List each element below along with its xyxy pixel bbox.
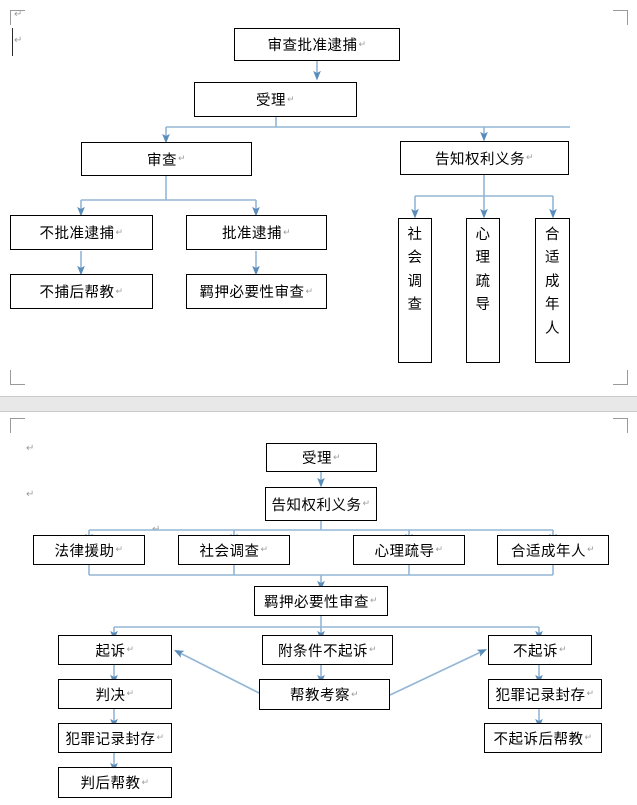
paragraph-mark: ↵: [282, 227, 292, 238]
paragraph-mark: ↵: [26, 443, 35, 454]
paragraph-mark: ↵: [141, 777, 150, 788]
node-prosecute[interactable]: 起诉↵: [58, 635, 172, 665]
node-non-prosecution[interactable]: 不起诉↵: [488, 635, 592, 665]
node-custody-necessity-review[interactable]: 羁押必要性审查↵: [186, 274, 327, 309]
page2-connectors: [85, 472, 557, 773]
paragraph-mark: ↵: [260, 545, 269, 555]
document-page-1: ↵ ↵: [0, 0, 637, 398]
crop-mark-bottom-left: [10, 370, 25, 385]
paragraph-mark: ↵: [115, 286, 124, 297]
node-suitable-adult-vertical[interactable]: 合 适 成 年 人: [535, 218, 570, 363]
paragraph-mark: ↵: [358, 39, 367, 50]
paragraph-mark: ↵: [525, 153, 535, 163]
paragraph-mark: ↵: [286, 94, 296, 105]
node-conditional-non-prosecution[interactable]: 附条件不起诉↵: [262, 635, 393, 665]
crop-mark-top-left: [10, 418, 25, 433]
node-criminal-record-sealing-right[interactable]: 犯罪记录封存↵: [488, 679, 602, 709]
document-page-2: ↵ ↵ ↵: [0, 412, 637, 805]
node-assistance-after-non-prosecution[interactable]: 不起诉后帮教↵: [484, 723, 602, 753]
paragraph-mark: ↵: [177, 154, 187, 164]
paragraph-mark: ↵: [584, 733, 593, 743]
page1-connectors: [77, 60, 570, 276]
text-cursor-bar: [12, 28, 13, 56]
paragraph-mark: ↵: [115, 545, 124, 555]
node-criminal-record-sealing-left[interactable]: 犯罪记录封存↵: [58, 723, 172, 753]
crop-mark-top-right: [613, 10, 628, 25]
node-assistance-inspection[interactable]: 帮教考察↵: [259, 679, 390, 710]
paragraph-mark: ↵: [558, 645, 568, 655]
node-review[interactable]: 审查↵: [81, 142, 252, 176]
crop-mark-top-left: [10, 10, 25, 25]
node-help-after-no-arrest[interactable]: 不捕后帮教↵: [10, 274, 153, 309]
node-notify-rights[interactable]: 告知权利义务↵: [400, 141, 569, 175]
crop-mark-bottom-right: [613, 370, 628, 385]
paragraph-mark: ↵: [435, 545, 444, 555]
node-accept[interactable]: 受理↵: [266, 443, 377, 472]
paragraph-mark: ↵: [156, 733, 165, 743]
node-no-approve-arrest[interactable]: 不批准逮捕↵: [10, 215, 153, 250]
paragraph-mark: ↵: [368, 645, 378, 655]
paragraph-mark: ↵: [126, 689, 135, 699]
node-accept[interactable]: 受理↵: [194, 82, 357, 117]
node-approve-arrest[interactable]: 批准逮捕↵: [186, 215, 327, 250]
node-psychological-guidance-vertical[interactable]: 心 理 疏 导: [466, 218, 500, 363]
node-suitable-adult[interactable]: 合适成年人↵: [497, 535, 609, 565]
crop-mark-top-right: [613, 418, 628, 433]
node-audit-approve-arrest[interactable]: 审查批准逮捕↵: [234, 28, 400, 61]
node-social-survey[interactable]: 社会调查↵: [178, 535, 290, 565]
node-custody-necessity-review[interactable]: 羁押必要性审查↵: [254, 586, 388, 616]
node-psychological-guidance[interactable]: 心理疏导↵: [353, 535, 465, 565]
paragraph-mark: ↵: [14, 35, 23, 46]
paragraph-mark: ↵: [332, 452, 342, 463]
node-legal-aid[interactable]: 法律援助↵: [33, 535, 145, 565]
paragraph-mark: ↵: [362, 499, 371, 509]
node-judgment[interactable]: 判决↵: [58, 679, 172, 709]
paragraph-mark: ↵: [369, 596, 379, 606]
paragraph-mark: ↵: [115, 227, 124, 238]
node-assistance-after-judgment[interactable]: 判后帮教↵: [58, 767, 172, 798]
node-social-survey-vertical[interactable]: 社 会 调 查: [398, 218, 432, 363]
page-break-divider: [0, 396, 637, 412]
node-notify-rights[interactable]: 告知权利义务↵: [265, 487, 377, 521]
paragraph-mark: ↵: [586, 689, 595, 699]
paragraph-mark: ↵: [126, 645, 135, 655]
paragraph-mark: ↵: [305, 286, 314, 297]
paragraph-mark: ↵: [350, 689, 360, 700]
paragraph-mark: ↵: [14, 9, 23, 20]
paragraph-mark: ↵: [586, 545, 596, 555]
paragraph-mark: ↵: [26, 489, 35, 500]
